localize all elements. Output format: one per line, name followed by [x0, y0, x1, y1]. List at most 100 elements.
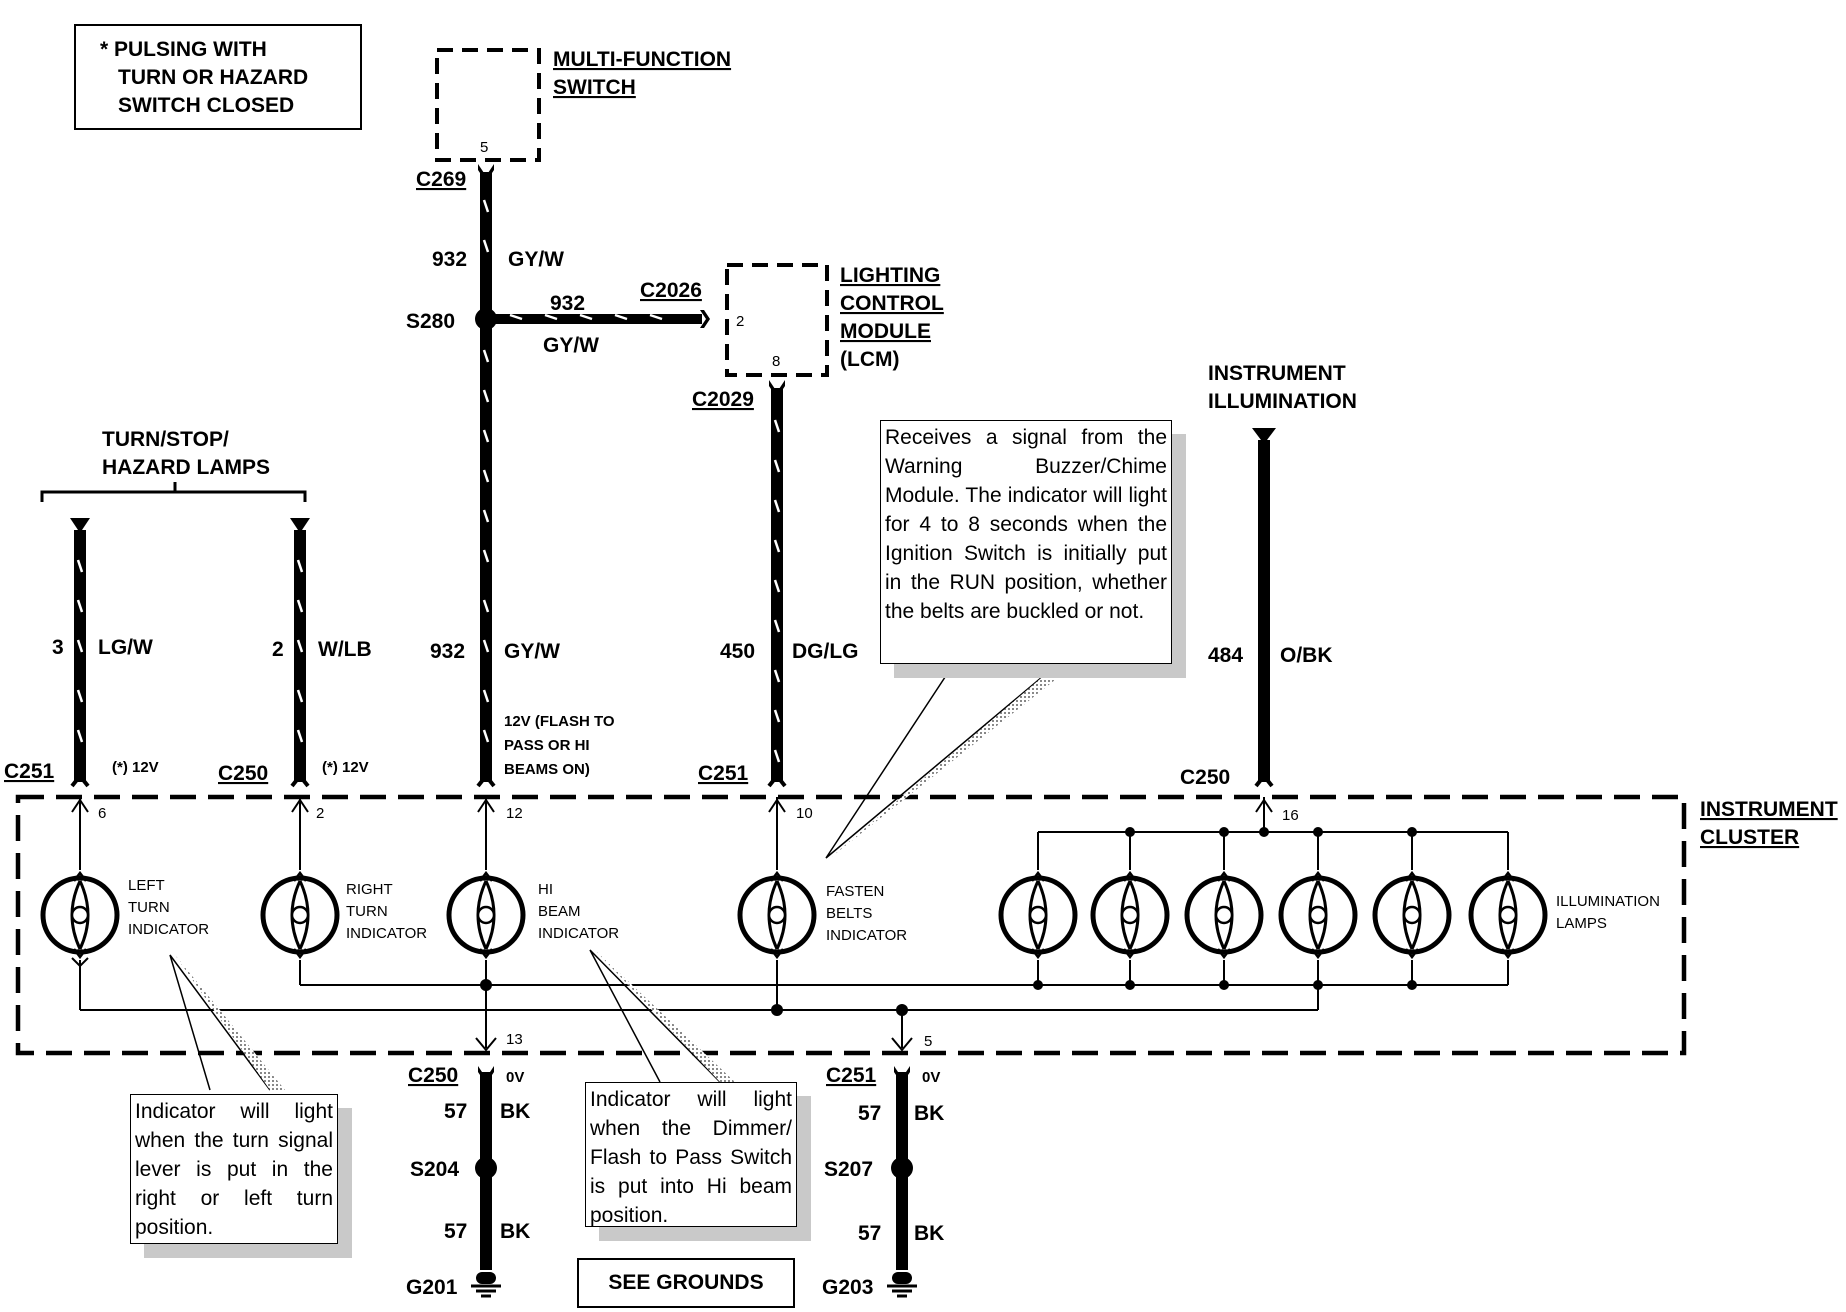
pin-10: 10	[796, 805, 813, 822]
connector-c251-left: C251	[4, 760, 55, 783]
wire-3-color: LG/W	[98, 636, 153, 659]
connector-c269: C269	[416, 168, 466, 191]
connector-c250-right: C250	[1180, 766, 1230, 789]
left-turn-label-3: INDICATOR	[128, 921, 209, 938]
illumination-label-2: LAMPS	[1556, 915, 1607, 932]
voltage-hi-beam-1: 12V (FLASH TO	[504, 713, 615, 730]
pin-16: 16	[1282, 807, 1299, 824]
callout-shading	[175, 662, 1060, 1090]
turn-indicator-callout-text: Indicator will light when the turn signa…	[135, 1100, 333, 1239]
pin-5: 5	[924, 1033, 932, 1050]
illumination-lamp-icon	[1093, 873, 1167, 957]
wire-57-r2-circuit: 57	[858, 1222, 881, 1245]
pin-2: 2	[316, 805, 324, 822]
wire-3-circuit: 3	[52, 636, 64, 659]
fasten-belts-callout-text: Receives a signal from the Warning Buzze…	[885, 426, 1167, 623]
note-line-3: SWITCH CLOSED	[118, 94, 295, 117]
splice-s207-label: S207	[824, 1158, 873, 1181]
hi-beam-lamp-icon	[449, 873, 523, 957]
lcm-pin-a: 2	[736, 313, 744, 330]
left-turn-lamp-icon	[43, 873, 117, 957]
right-turn-label-3: INDICATOR	[346, 925, 427, 942]
voltage-ground-right: 0V	[922, 1069, 940, 1086]
lcm-label-2: CONTROL	[840, 292, 944, 315]
wire-57-l2-color: BK	[500, 1220, 530, 1243]
wire-932-mid-color: GY/W	[504, 640, 560, 663]
splice-s280	[475, 308, 497, 330]
voltage-hi-beam-3: BEAMS ON)	[504, 761, 590, 778]
multi-function-switch-box	[435, 48, 541, 162]
ground-g203	[885, 1270, 919, 1298]
right-turn-label-1: RIGHT	[346, 881, 393, 898]
lcm-box	[725, 263, 829, 377]
wire-57-r2-color: BK	[914, 1222, 944, 1245]
turn-lamps-brace	[40, 482, 307, 502]
wire-57-l1-circuit: 57	[444, 1100, 467, 1123]
fasten-belts-lamp-icon	[740, 873, 814, 957]
connector-c2029: C2029	[692, 388, 754, 411]
cluster-internal-wiring	[71, 797, 1509, 1052]
hi-beam-label-2: BEAM	[538, 903, 581, 920]
wire-57-r1-circuit: 57	[858, 1102, 881, 1125]
left-turn-label-2: TURN	[128, 899, 170, 916]
voltage-left-turn: (*) 12V	[112, 759, 159, 776]
hi-beam-callout-text: Indicator will light when the Dimmer/ Fl…	[590, 1088, 792, 1227]
hi-beam-label-1: HI	[538, 881, 553, 898]
wire-932-branch-color: GY/W	[543, 334, 599, 357]
voltage-hi-beam-2: PASS OR HI	[504, 737, 590, 754]
hi-beam-label-3: INDICATOR	[538, 925, 619, 942]
splice-s204	[475, 1157, 497, 1179]
pin-13: 13	[506, 1031, 523, 1048]
instr-illum-label-1: INSTRUMENT	[1208, 362, 1346, 385]
lcm-pin-b: 8	[772, 353, 780, 370]
cluster-label-1: INSTRUMENT	[1700, 798, 1838, 821]
ground-g201	[469, 1270, 503, 1298]
lcm-label-4: (LCM)	[840, 348, 899, 371]
fasten-belts-label-2: BELTS	[826, 905, 872, 922]
ground-g201-label: G201	[406, 1276, 458, 1299]
illumination-lamp-icon	[1187, 873, 1261, 957]
turn-stop-label-2: HAZARD LAMPS	[102, 456, 270, 479]
splice-s207	[891, 1157, 913, 1179]
see-grounds-label: SEE GROUNDS	[608, 1271, 764, 1294]
connector-marks	[70, 164, 1276, 1084]
wire-450-circuit: 450	[720, 640, 755, 663]
illumination-label-1: ILLUMINATION	[1556, 893, 1660, 910]
connector-c250-left: C250	[218, 762, 268, 785]
wire-932-top-color: GY/W	[508, 248, 564, 271]
connector-c251-bottom: C251	[826, 1064, 877, 1087]
splice-s204-label: S204	[410, 1158, 459, 1181]
ground-g203-label: G203	[822, 1276, 873, 1299]
lcm-label-1: LIGHTING	[840, 264, 940, 287]
wire-932-top-circuit: 932	[432, 248, 467, 271]
right-turn-lamp-icon	[263, 873, 337, 957]
hi-beam-callout: Indicator will light when the Dimmer/ Fl…	[585, 1082, 797, 1227]
mfs-label-2: SWITCH	[553, 76, 636, 99]
cluster-label-2: CLUSTER	[1700, 826, 1799, 849]
right-turn-label-2: TURN	[346, 903, 388, 920]
wire-2-color: W/LB	[318, 638, 372, 661]
wire-57-l2-circuit: 57	[444, 1220, 467, 1243]
wire-57-r1-color: BK	[914, 1102, 944, 1125]
wire-932-branch-circuit: 932	[550, 292, 585, 315]
instr-illum-label-2: ILLUMINATION	[1208, 390, 1357, 413]
wire-450-color: DG/LG	[792, 640, 859, 663]
cluster-junctions	[480, 827, 1417, 1016]
splice-s280-label: S280	[406, 310, 455, 333]
fasten-belts-label-3: INDICATOR	[826, 927, 907, 944]
mfs-pin: 5	[480, 139, 488, 156]
left-turn-label-1: LEFT	[128, 877, 165, 894]
turn-stop-label-1: TURN/STOP/	[102, 428, 229, 451]
wire-932-mid-circuit: 932	[430, 640, 465, 663]
connector-c2026: C2026	[640, 279, 702, 302]
wire-tracers	[76, 199, 781, 763]
see-grounds-box: SEE GROUNDS	[577, 1258, 795, 1308]
wire-484-circuit: 484	[1208, 644, 1243, 667]
illumination-lamp-icon	[1001, 873, 1075, 957]
illumination-lamp-icon	[1471, 873, 1545, 957]
pin-12: 12	[506, 805, 523, 822]
illumination-lamp-icon	[1281, 873, 1355, 957]
voltage-ground-left: 0V	[506, 1069, 524, 1086]
lcm-label-3: MODULE	[840, 320, 931, 343]
